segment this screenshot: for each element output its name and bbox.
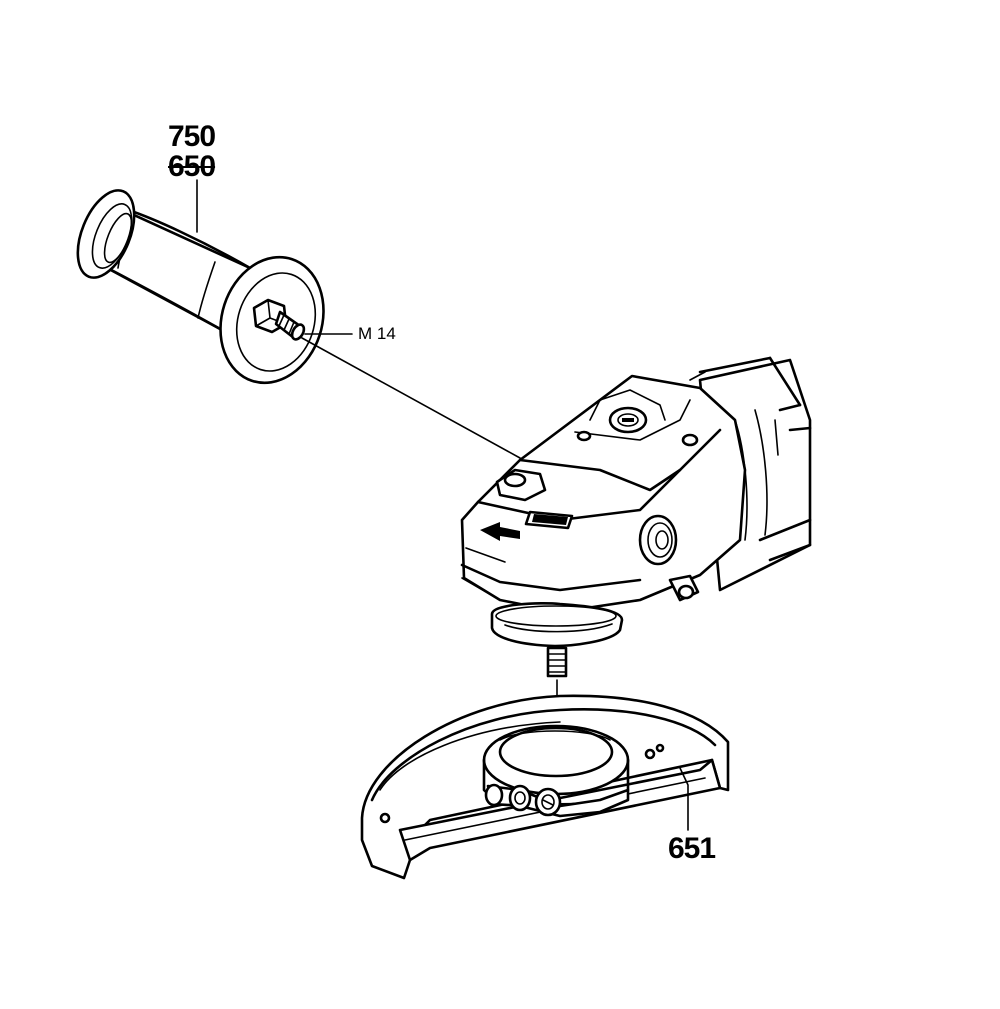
handle-part-number-superseded: 650	[168, 150, 216, 183]
handle-icon	[76, 189, 325, 385]
guard-icon	[360, 694, 730, 880]
grinder-icon	[460, 356, 812, 678]
guard-leader-line	[679, 767, 689, 831]
handle-assembly-line	[301, 337, 521, 459]
guard-part-number: 651	[668, 832, 716, 865]
handle-part-number: 750	[168, 120, 216, 153]
thread-size-label: M 14	[358, 324, 396, 343]
